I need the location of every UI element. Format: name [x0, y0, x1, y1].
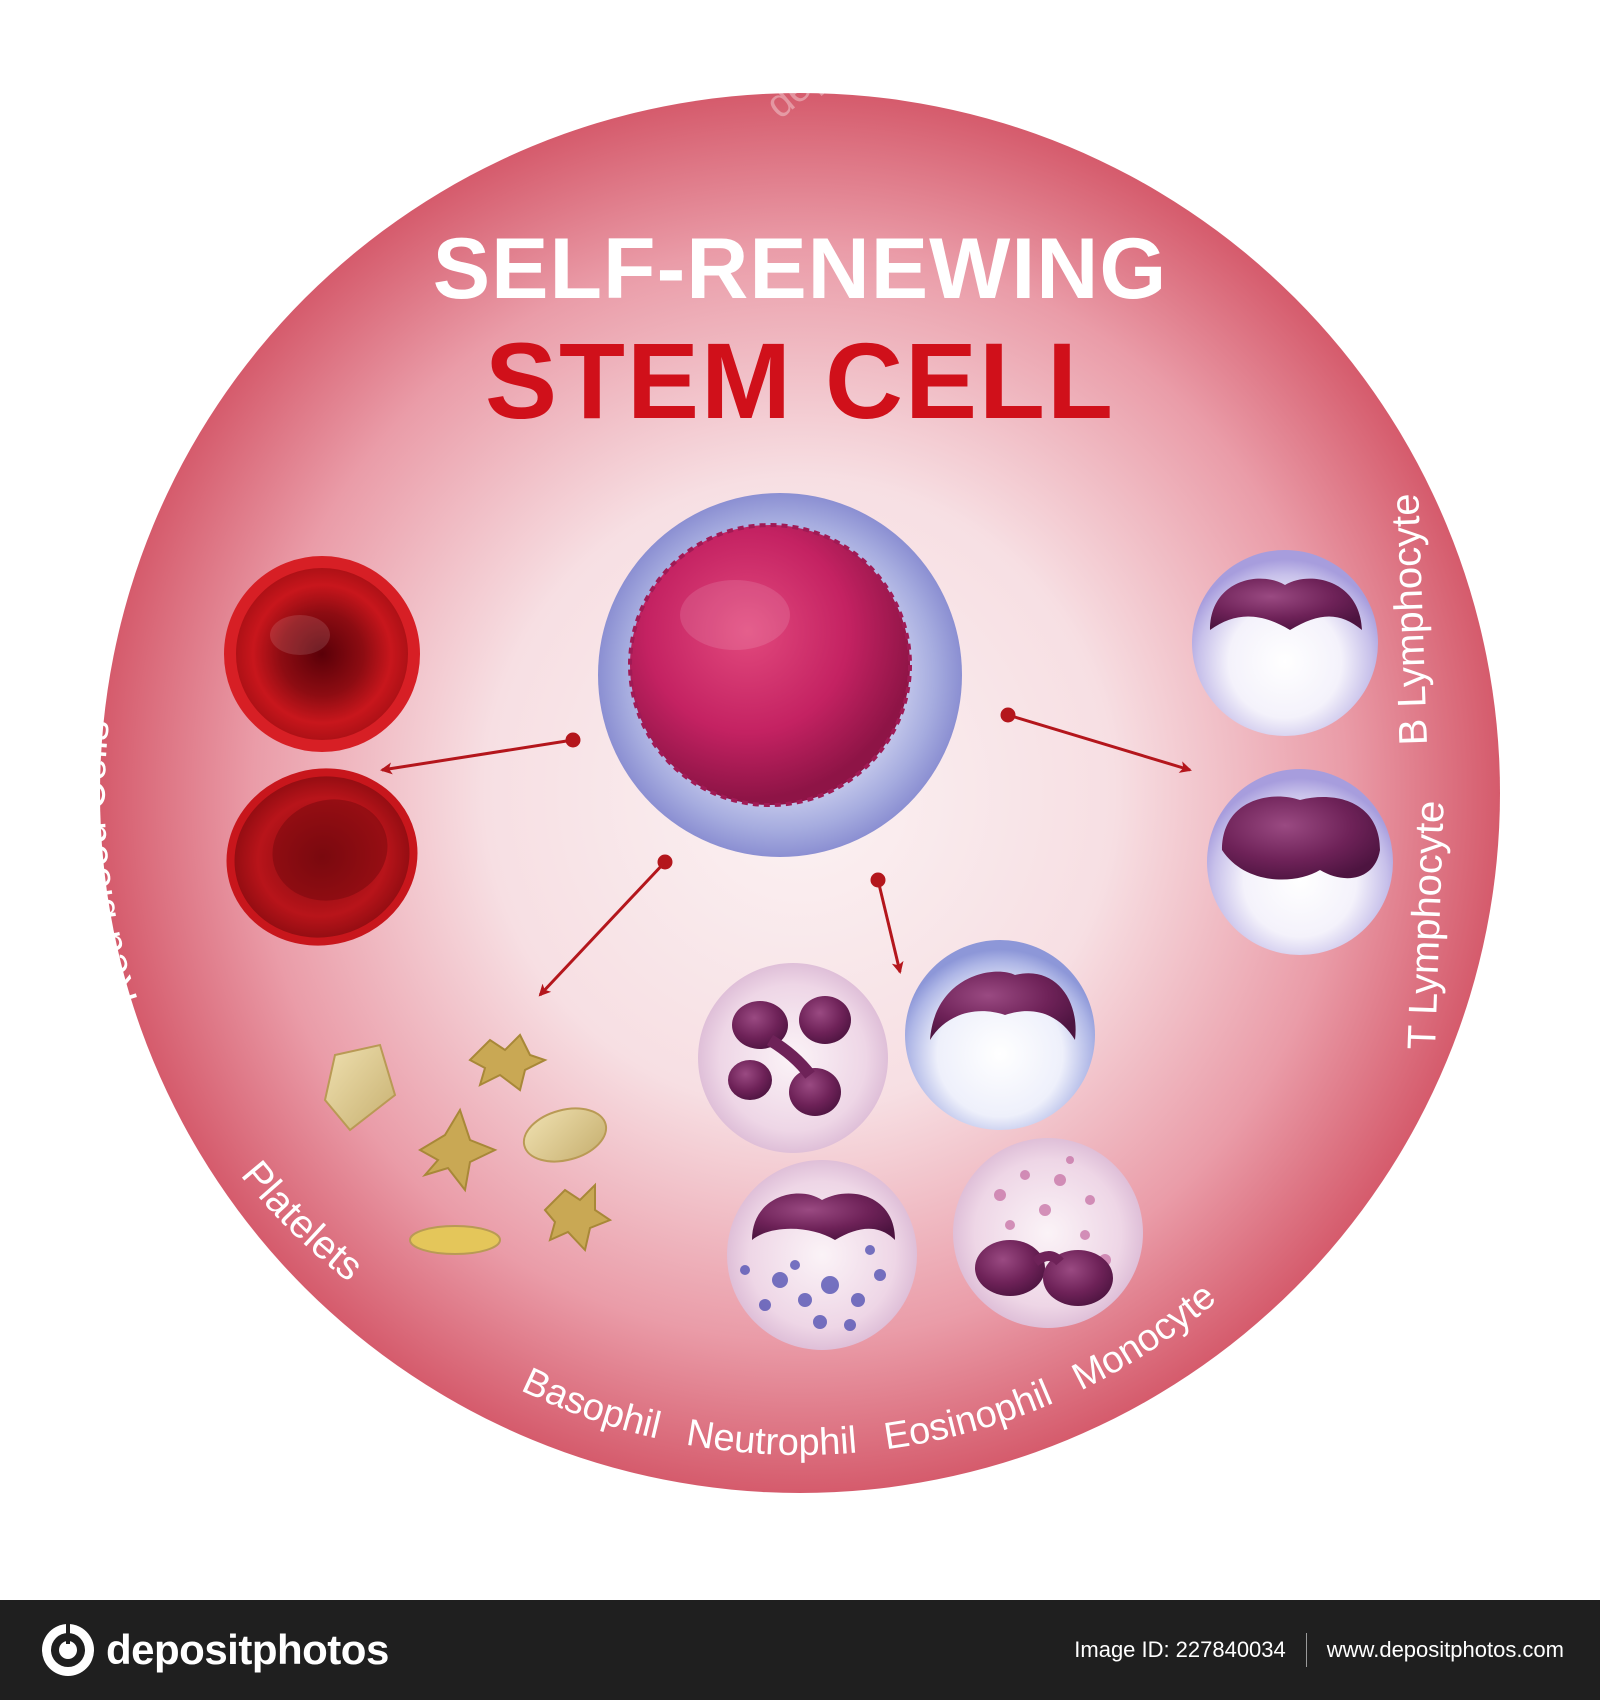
arrow-to-platelets — [538, 860, 667, 997]
site-link[interactable]: www.depositphotos.com — [1326, 1637, 1564, 1662]
b-lymphocyte-cell — [1192, 550, 1378, 736]
brand-name: depositphotos — [106, 1626, 389, 1673]
red-blood-cell-top — [224, 556, 420, 752]
monocyte-cell — [905, 940, 1095, 1130]
red-blood-cell-bottom — [226, 768, 418, 946]
title-line1: SELF-RENEWING — [433, 221, 1167, 317]
footer-bar: depositphotos Image ID: 227840034 www.de… — [0, 1600, 1600, 1700]
footer-brand[interactable]: depositphotos — [40, 1622, 389, 1678]
stem-cell-diagram: depositphotos SELF-RENEWING STEM CELL — [100, 93, 1500, 1493]
basophil-cell — [727, 1160, 917, 1350]
arrow-to-lymphocytes — [1007, 713, 1192, 773]
label-b-lymphocyte: B Lymphocyte — [1383, 493, 1436, 746]
platelets-group — [323, 1033, 613, 1255]
neutrophil-cell — [698, 963, 888, 1153]
image-id-label: Image ID: — [1074, 1637, 1170, 1662]
arrow-to-granulocytes — [876, 879, 904, 974]
depositphotos-logo-icon — [42, 1624, 94, 1676]
arrows — [380, 707, 1192, 997]
arrow-to-rbc — [380, 738, 574, 775]
divider — [1305, 1633, 1307, 1667]
stem-cell — [598, 493, 962, 857]
image-id: 227840034 — [1175, 1637, 1286, 1662]
eosinophil-cell — [953, 1138, 1143, 1328]
label-t-lymphocyte: T Lymphocyte — [1400, 800, 1453, 1050]
footer-meta: Image ID: 227840034 www.depositphotos.co… — [1074, 1632, 1564, 1668]
title-line2: STEM CELL — [485, 320, 1115, 441]
t-lymphocyte-cell — [1207, 769, 1393, 955]
